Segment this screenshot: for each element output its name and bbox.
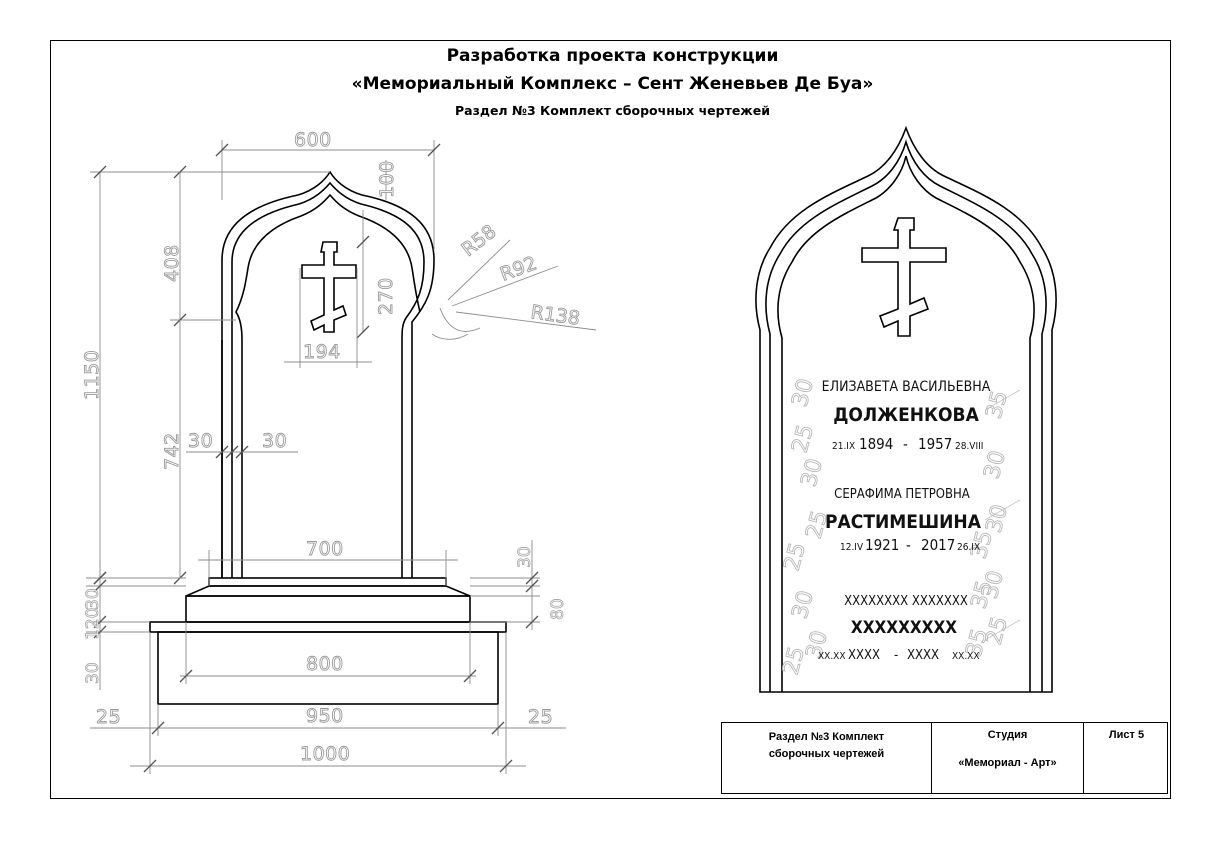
- dim-label-base-inner: 800: [306, 653, 344, 675]
- radius-leader-92: [451, 265, 559, 307]
- dim-label-offset-right: 25: [528, 706, 553, 728]
- stele-outer-outline: [221, 170, 435, 578]
- dim-label-step-right: 80: [548, 598, 568, 620]
- plinth-top-band: [208, 577, 447, 587]
- dim-tick: [179, 669, 193, 683]
- dim-label-radius-large: R138: [529, 301, 581, 330]
- dim-label-arch-height: 408: [161, 244, 183, 282]
- studio-label: Студия: [987, 729, 1028, 741]
- dim-label-plinth-top-left: 30: [83, 588, 103, 610]
- dim-tick: [491, 721, 505, 735]
- radius-leader-138: [455, 311, 597, 331]
- dim-tick: [93, 165, 107, 179]
- dim-tick: [215, 445, 229, 459]
- dim-label-base-total: 1000: [300, 743, 350, 765]
- dim-label-peak: 100: [376, 160, 398, 198]
- plinth-step: [185, 595, 471, 623]
- section-line-2: сборочных чертежей: [768, 748, 885, 760]
- dim-label-cross-height: 270: [375, 277, 397, 315]
- dim-tick: [463, 669, 477, 683]
- title-block: Раздел №3 Комплект сборочных чертежей Ст…: [721, 722, 1168, 794]
- title-block-sheet: Лист 5: [1084, 723, 1169, 793]
- dim-label-base-width: 950: [306, 705, 344, 727]
- sheet-label: Лист 5: [1108, 729, 1145, 741]
- dim-label-width-top: 600: [294, 129, 332, 151]
- dim-tick: [525, 571, 539, 585]
- dim-tick: [235, 445, 249, 459]
- section-line-1: Раздел №3 Комплект: [768, 731, 885, 743]
- dim-label-frame-left: 30: [188, 430, 213, 452]
- base-block: [157, 631, 499, 705]
- dim-tick: [356, 325, 370, 339]
- dim-tick: [499, 759, 513, 773]
- stele-inner-outline: [235, 193, 421, 578]
- dim-label-offset-left: 25: [96, 706, 121, 728]
- dim-tick: [427, 143, 441, 157]
- dim-label-step-left: 120: [83, 608, 103, 640]
- radius-leader-58: [447, 239, 511, 301]
- dim-label-total-height: 1150: [81, 350, 103, 400]
- orthodox-cross-icon: [301, 241, 357, 333]
- dim-tick: [93, 579, 107, 593]
- dim-tick: [93, 625, 107, 639]
- dim-tick: [225, 445, 239, 459]
- dim-tick: [143, 759, 157, 773]
- dim-label-plinth-width: 700: [306, 538, 344, 560]
- dim-tick: [151, 721, 165, 735]
- dim-label-base-left: 30: [83, 662, 103, 684]
- drawing-subtitle: «Мемориальный Комплекс – Сент Женевьев Д…: [351, 74, 874, 94]
- dim-tick: [215, 143, 229, 157]
- radius-arc: [439, 307, 481, 332]
- stele-frame-outline: [231, 181, 425, 578]
- title-block-studio: Студия «Мемориал - Арт»: [932, 723, 1084, 793]
- dim-tick: [525, 615, 539, 629]
- plinth-body: [185, 585, 471, 597]
- dim-label-frame-right: 30: [262, 430, 287, 452]
- studio-name: «Мемориал - Арт»: [958, 757, 1057, 769]
- radius-arc: [431, 333, 469, 340]
- base-top-slab: [149, 621, 507, 633]
- drawing-section-title: Раздел №3 Комплект сборочных чертежей: [454, 103, 770, 118]
- dim-tick: [525, 579, 539, 593]
- drawing-title: Разработка проекта конструкции: [446, 46, 779, 66]
- drawing-sheet-frame: [50, 40, 1171, 799]
- dim-label-plinth-top: 30: [515, 546, 535, 568]
- title-block-section: Раздел №3 Комплект сборочных чертежей: [722, 723, 932, 793]
- dim-tick: [93, 571, 107, 585]
- dim-tick: [356, 235, 370, 249]
- dim-label-shaft-height: 742: [161, 432, 183, 470]
- dim-tick: [93, 615, 107, 629]
- dim-label-cross-width: 194: [303, 341, 341, 363]
